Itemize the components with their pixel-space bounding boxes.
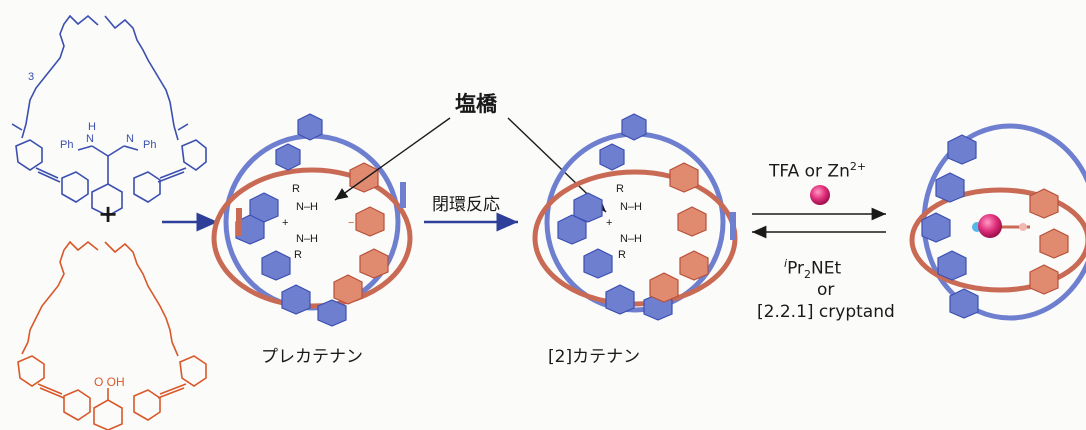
svg-text:H: H: [88, 121, 96, 133]
metal-catenane-model: [909, 123, 1086, 321]
svg-text:N–H: N–H: [296, 201, 318, 213]
precatenane-model: [211, 113, 413, 327]
svg-text:N–H: N–H: [296, 233, 318, 245]
catenane-label: [2]カテナン: [548, 347, 641, 367]
cooh-label: O OH: [94, 375, 125, 389]
reverse-reagent-cryptand: [2.2.1] cryptand: [757, 302, 895, 322]
svg-text:R: R: [292, 183, 300, 195]
svg-text:3: 3: [28, 71, 34, 83]
plus-sign: +: [98, 200, 118, 228]
svg-text:R: R: [618, 249, 626, 261]
catenane-model: [532, 113, 738, 321]
svg-text:N: N: [126, 133, 134, 145]
orange-precursor-structure: [17, 240, 207, 430]
svg-text:Ph: Ph: [143, 139, 156, 151]
svg-text:Ph: Ph: [60, 139, 73, 151]
bound-zinc-icon: [978, 214, 1002, 238]
blue-precursor-labels: Ph Ph H N N 3: [28, 71, 156, 151]
catenane-labels: R N–H N–H R +: [606, 183, 642, 261]
svg-text:R: R: [294, 249, 302, 261]
salt-bridge-label: 塩橋: [455, 92, 497, 116]
salt-bridge-arrow-left: [334, 117, 451, 201]
blue-precursor-structure: [11, 14, 207, 217]
forward-reagent-label: TFA or Zn2+: [769, 160, 867, 182]
reverse-reagent-base: iPr2NEt: [784, 257, 842, 282]
svg-text:R: R: [616, 183, 624, 195]
reverse-reagent-or: or: [817, 280, 835, 300]
svg-text:N: N: [86, 133, 94, 145]
zinc-ion-icon: [810, 185, 830, 205]
svg-text:−: −: [348, 217, 354, 229]
equilibrium-arrows: [752, 207, 886, 239]
svg-text:N–H: N–H: [620, 201, 642, 213]
svg-text:+: +: [606, 217, 612, 229]
precatenane-label: プレカテナン: [261, 347, 363, 367]
svg-text:N–H: N–H: [620, 233, 642, 245]
precatenane-labels: R N–H N–H R + −: [282, 183, 354, 261]
svg-text:+: +: [282, 217, 288, 229]
ring-closing-label: 閉環反応: [432, 195, 500, 215]
